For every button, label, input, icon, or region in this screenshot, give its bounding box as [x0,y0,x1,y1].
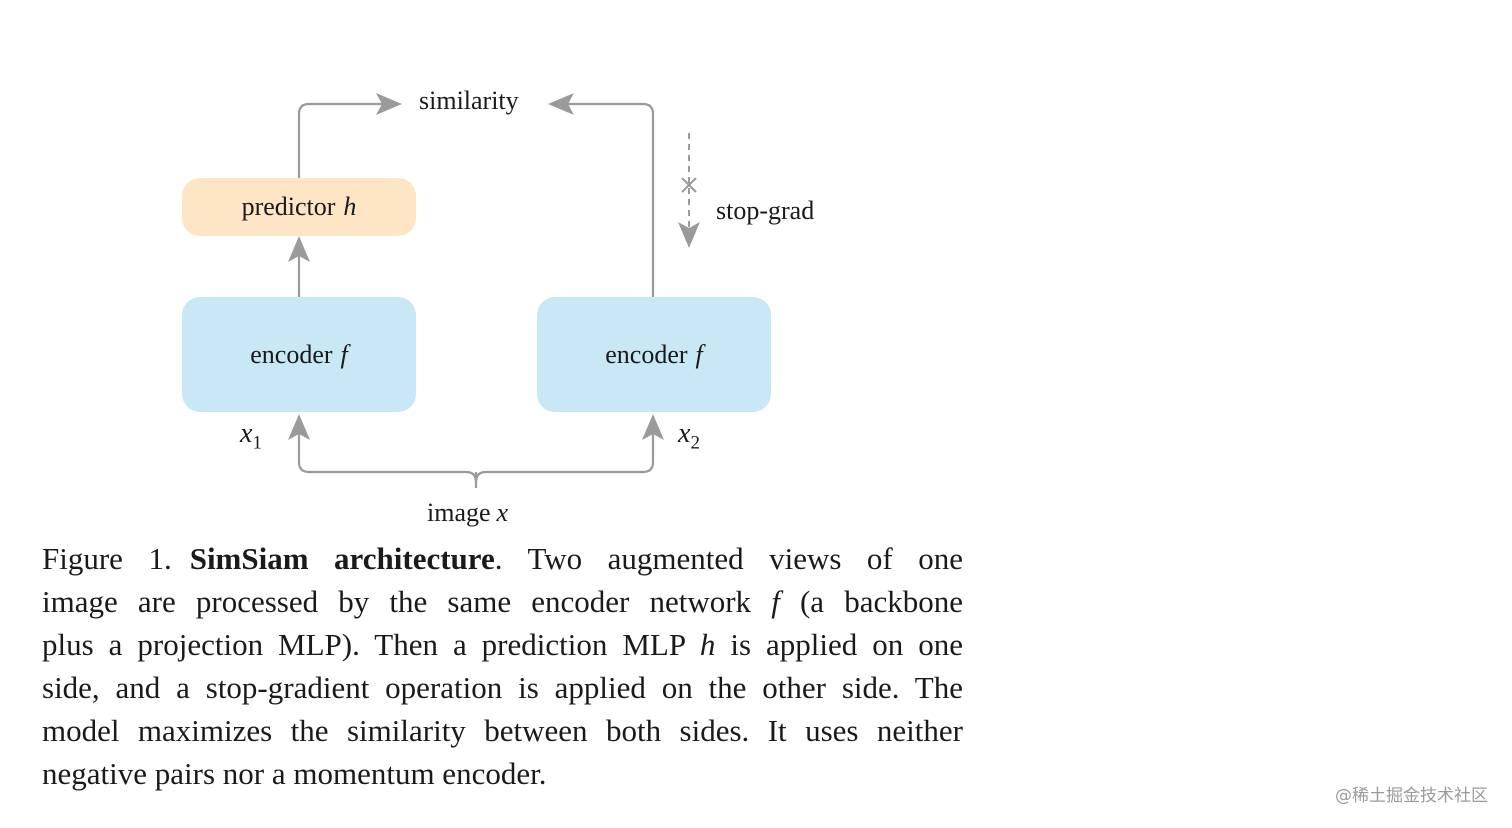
caption-line-2a: image are processed by the same encoder … [42,584,772,619]
diagram-connectors [288,93,700,488]
predictor-label: predictor [241,192,336,221]
image-to-x1-arrow [288,414,478,483]
predictor-box: predictor h [182,178,416,236]
left-branch-to-similarity [297,93,402,178]
x1-label: x1 [240,418,262,455]
image-label-text: image [427,498,491,527]
caption-line-5: model maximizes the similarity between b… [42,713,963,748]
x1-base: x [240,418,253,449]
predictor-var: h [343,192,357,221]
encoder-left-label: encoder [250,339,333,369]
right-branch-to-similarity [548,93,655,297]
watermark: @稀土掘金技术社区 [1335,786,1488,806]
x2-base: x [678,418,691,449]
caption-line-2b: (a backbone [779,584,963,619]
caption-line-3: plus a projection MLP). Then a predictio… [42,623,963,666]
caption-line-6: negative pairs nor a momentum encoder. [42,756,547,791]
x2-subscript: 2 [690,432,700,454]
caption-line-4: side, and a stop-gradient operation is a… [42,670,963,705]
encoder-right-label: encoder [605,339,688,369]
encoder-left-var: f [340,339,348,369]
caption-var-h: h [699,627,716,662]
encoder-right-var: f [695,339,703,369]
figure-number: Figure 1. [42,541,172,576]
encoder-right-box: encoder f [537,297,771,412]
x1-subscript: 1 [252,432,262,454]
image-label-var: x [496,498,509,527]
image-to-x2-arrow [474,414,664,483]
caption-line-3a: plus a projection MLP). Then a predictio… [42,627,700,662]
similarity-label: similarity [419,86,519,115]
x2-label: x2 [678,418,700,455]
stop-grad-cross-icon [681,177,697,193]
figure-title: SimSiam architecture [189,541,495,576]
simsiam-diagram: similarity stop-grad predictor h encoder… [182,86,815,528]
caption-line-1: Figure 1. SimSiam architecture. Two augme… [42,537,963,580]
stop-grad-label: stop-grad [716,196,815,225]
figure-caption: Figure 1. SimSiam architecture. Two augme… [42,537,963,795]
caption-line-3b: is applied on one [715,627,963,662]
caption-var-f: f [771,584,780,619]
caption-line-2: image are processed by the same encoder … [42,580,963,623]
caption-line-1-rest: . Two augmented views of one [494,541,964,576]
encoder-left-box: encoder f [182,297,416,412]
